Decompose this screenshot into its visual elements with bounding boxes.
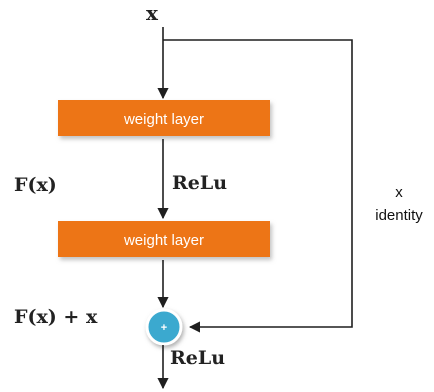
weight-layer-1-label: weight layer: [123, 111, 204, 128]
weight-layer-1: weight layer: [58, 100, 270, 136]
weight-layer-1-box: [58, 100, 270, 136]
relu-label-1: ReLu: [172, 172, 227, 194]
residual-function-label: F(x): [14, 174, 57, 196]
identity-label: identity: [375, 207, 423, 224]
weight-layer-2: weight layer: [58, 221, 270, 257]
identity-x-label: x: [395, 184, 403, 201]
identity-shortcut-line: [163, 39, 353, 333]
sum-label: F(x) + x: [14, 306, 98, 328]
weight-layer-2-box: [58, 221, 270, 257]
adder-circle: [145, 308, 183, 346]
relu-label-2: ReLu: [170, 347, 225, 369]
addition-node: +: [145, 308, 183, 346]
plus-icon: +: [161, 322, 167, 334]
input-label: x: [146, 1, 159, 25]
weight-layer-2-label: weight layer: [123, 232, 204, 249]
